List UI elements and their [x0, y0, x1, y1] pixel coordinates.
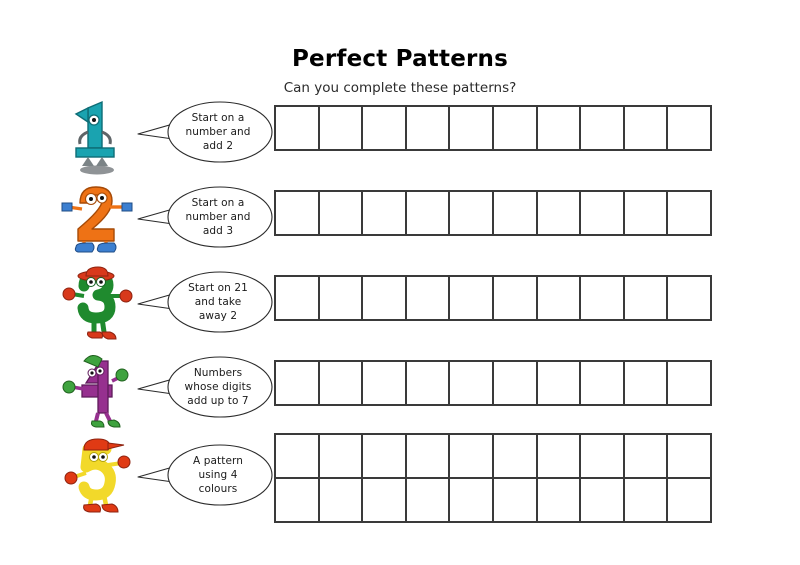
grid-cell[interactable] — [363, 362, 407, 406]
grid-cell[interactable] — [624, 362, 669, 406]
grid-cell[interactable] — [319, 192, 364, 236]
grid-cell[interactable] — [668, 362, 712, 406]
pattern-grid-1 — [274, 105, 712, 151]
grid-cell[interactable] — [450, 479, 494, 523]
grid-cell[interactable] — [319, 435, 364, 479]
grid-cell[interactable] — [276, 435, 320, 479]
grid-cell[interactable] — [537, 277, 582, 321]
page-subtitle: Can you complete these patterns? — [283, 80, 517, 96]
grid-cell[interactable] — [450, 435, 494, 479]
grid-cell[interactable] — [581, 362, 625, 406]
number-two-character — [58, 177, 136, 263]
grid-cell[interactable] — [363, 479, 407, 523]
grid-cell[interactable] — [581, 277, 625, 321]
grid-cell[interactable] — [668, 435, 712, 479]
grid-cell[interactable] — [276, 192, 320, 236]
speech-bubble-4-text: Numbers whose digits add up to 7 — [184, 367, 252, 407]
pattern-grid-3 — [274, 275, 712, 321]
grid-cell[interactable] — [537, 107, 582, 151]
grid-cell[interactable] — [406, 192, 451, 236]
speech-bubble-5-text: A pattern using 4 colours — [192, 455, 243, 495]
grid-cell[interactable] — [276, 479, 320, 523]
grid-cell[interactable] — [668, 107, 712, 151]
pattern-grid-5 — [274, 433, 712, 523]
grid-cell[interactable] — [581, 192, 625, 236]
grid-cell[interactable] — [406, 107, 451, 151]
grid-row — [276, 435, 712, 479]
grid-row — [276, 192, 712, 236]
grid-cell[interactable] — [537, 479, 582, 523]
grid-cell[interactable] — [363, 435, 407, 479]
grid-cell[interactable] — [493, 479, 538, 523]
speech-bubble-2-text: Start on a number and add 3 — [185, 197, 251, 237]
grid-cell[interactable] — [668, 192, 712, 236]
grid-cell[interactable] — [493, 435, 538, 479]
grid-cell[interactable] — [319, 479, 364, 523]
grid-row — [276, 479, 712, 523]
grid-cell[interactable] — [276, 277, 320, 321]
grid-cell[interactable] — [624, 435, 669, 479]
grid-cell[interactable] — [363, 107, 407, 151]
grid-cell[interactable] — [668, 479, 712, 523]
grid-cell[interactable] — [450, 277, 494, 321]
grid-cell[interactable] — [537, 192, 582, 236]
grid-cell[interactable] — [276, 107, 320, 151]
pattern-grid-2 — [274, 190, 712, 236]
grid-row — [276, 107, 712, 151]
page-title: Perfect Patterns — [292, 46, 508, 72]
grid-cell[interactable] — [319, 107, 364, 151]
number-five-character — [58, 433, 136, 519]
pattern-grid-4 — [274, 360, 712, 406]
grid-cell[interactable] — [581, 435, 625, 479]
grid-cell[interactable] — [450, 192, 494, 236]
grid-cell[interactable] — [624, 277, 669, 321]
grid-cell[interactable] — [406, 435, 451, 479]
number-three-character — [58, 262, 136, 348]
speech-bubble-2: Start on a number and add 3 — [136, 177, 276, 257]
grid-cell[interactable] — [450, 362, 494, 406]
grid-row — [276, 277, 712, 321]
speech-bubble-3-text: Start on 21 and take away 2 — [188, 282, 248, 322]
grid-cell[interactable] — [276, 362, 320, 406]
grid-cell[interactable] — [537, 435, 582, 479]
number-four-character — [58, 347, 136, 433]
grid-cell[interactable] — [363, 192, 407, 236]
grid-cell[interactable] — [493, 192, 538, 236]
grid-cell[interactable] — [406, 479, 451, 523]
grid-cell[interactable] — [668, 277, 712, 321]
grid-cell[interactable] — [581, 479, 625, 523]
grid-cell[interactable] — [493, 362, 538, 406]
grid-cell[interactable] — [581, 107, 625, 151]
grid-cell[interactable] — [363, 277, 407, 321]
grid-cell[interactable] — [624, 192, 669, 236]
speech-bubble-1-text: Start on a number and add 2 — [185, 112, 251, 152]
grid-row — [276, 362, 712, 406]
speech-bubble-5: A pattern using 4 colours — [136, 435, 276, 515]
grid-cell[interactable] — [319, 277, 364, 321]
grid-cell[interactable] — [537, 362, 582, 406]
speech-bubble-4: Numbers whose digits add up to 7 — [136, 347, 276, 427]
grid-cell[interactable] — [406, 362, 451, 406]
grid-cell[interactable] — [624, 107, 669, 151]
grid-cell[interactable] — [493, 277, 538, 321]
number-one-character — [58, 92, 136, 178]
grid-cell[interactable] — [406, 277, 451, 321]
speech-bubble-1: Start on a number and add 2 — [136, 92, 276, 172]
speech-bubble-3: Start on 21 and take away 2 — [136, 262, 276, 342]
grid-cell[interactable] — [319, 362, 364, 406]
grid-cell[interactable] — [450, 107, 494, 151]
grid-cell[interactable] — [493, 107, 538, 151]
grid-cell[interactable] — [624, 479, 669, 523]
